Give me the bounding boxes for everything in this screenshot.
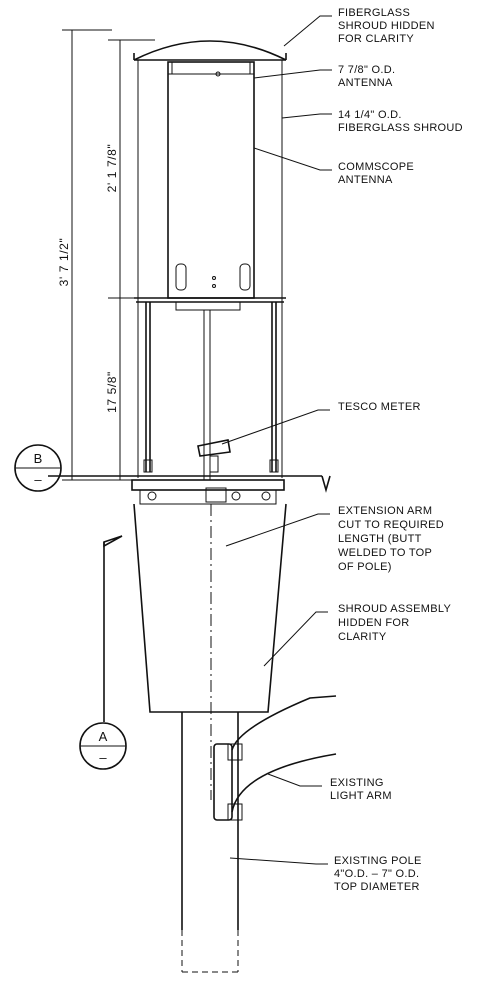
label-existing-pole: EXISTING POLE 4"O.D. – 7" O.D. TOP DIAME… — [334, 855, 425, 893]
commscope-antenna — [167, 61, 255, 299]
lower-height-dimension: 17 5/8" — [105, 371, 119, 413]
section-marker-a: A – — [79, 722, 127, 770]
label-commscope-antenna: COMMSCOPE ANTENNA — [338, 161, 417, 186]
existing-light-arm — [213, 695, 337, 821]
section-b-sub: – — [34, 472, 42, 487]
label-antenna-od: 7 7/8" O.D. ANTENNA — [338, 64, 399, 89]
section-cut-a — [103, 535, 123, 722]
lower-shroud — [133, 503, 287, 713]
leader-lines — [221, 15, 332, 865]
label-shroud-od: 14 1/4" O.D. FIBERGLASS SHROUD — [338, 109, 463, 134]
dimension-lines — [62, 29, 155, 481]
label-extension-arm: EXTENSION ARM CUT TO REQUIRED LENGTH (BU… — [338, 505, 447, 573]
mounting-frame — [134, 297, 286, 480]
upper-height-dimension: 2' 1 7/8" — [105, 144, 119, 193]
label-existing-light-arm: EXISTING LIGHT ARM — [330, 777, 392, 802]
section-marker-b: B – — [14, 444, 62, 492]
section-a-sub: – — [99, 750, 107, 765]
existing-pole — [181, 712, 239, 973]
label-shroud-assembly: SHROUD ASSEMBLY HIDDEN FOR CLARITY — [338, 603, 454, 643]
section-cut-b — [48, 475, 331, 493]
tesco-meter — [197, 439, 231, 473]
overall-height-dimension: 3' 7 1/2" — [57, 238, 71, 287]
base-plate — [131, 479, 285, 505]
section-b-letter: B — [34, 451, 43, 466]
section-a-letter: A — [99, 729, 108, 744]
fiberglass-shroud — [133, 40, 287, 478]
label-fiberglass-hidden: FIBERGLASS SHROUD HIDDEN FOR CLARITY — [338, 7, 438, 45]
label-tesco-meter: TESCO METER — [338, 401, 421, 413]
